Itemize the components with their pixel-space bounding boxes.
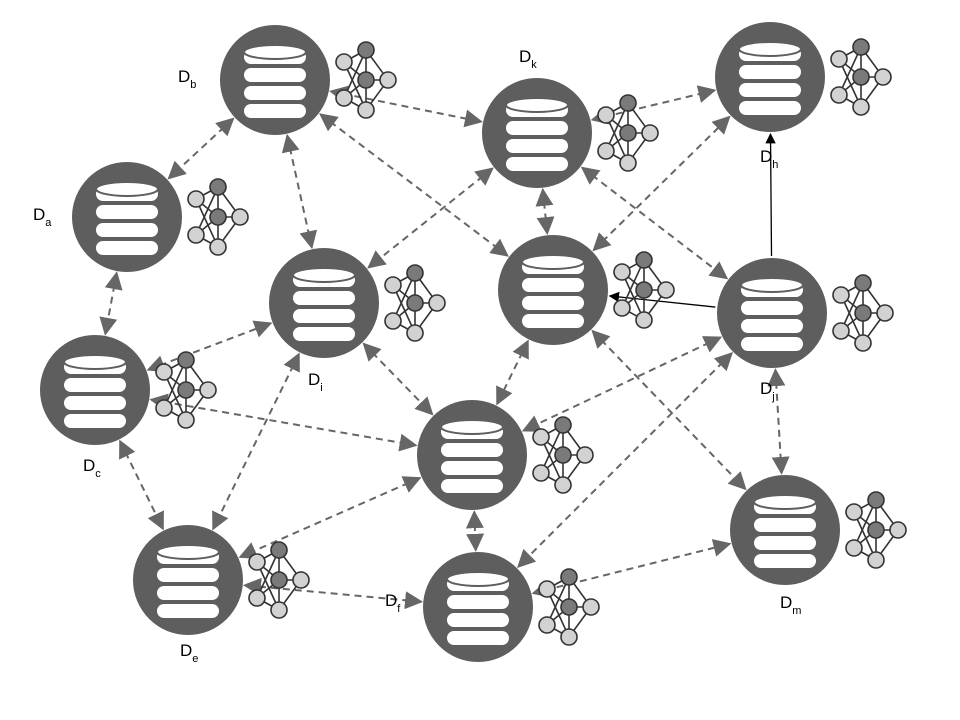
edge-f-e (242, 577, 424, 610)
neural-network-icon (384, 264, 446, 342)
edge-c-e (119, 439, 164, 531)
database-icon (440, 419, 504, 493)
database-icon (446, 571, 510, 645)
edge-j-g (521, 336, 723, 432)
edge-b-a (167, 117, 235, 180)
edge-c-g (149, 393, 418, 452)
edge-j-f (517, 352, 733, 568)
edge-a-c (99, 271, 123, 336)
node-b[interactable] (220, 25, 397, 135)
neural-network-icon (613, 251, 675, 329)
node-m[interactable] (730, 475, 907, 585)
neural-network-icon (538, 568, 600, 646)
node-label-b: Db (178, 67, 196, 91)
node-label-f: Df (385, 591, 401, 615)
neural-network-icon (532, 416, 594, 494)
neural-network-icon (597, 94, 659, 172)
database-icon (738, 41, 802, 115)
neural-network-icon (845, 491, 907, 569)
edge-j-h (765, 132, 776, 257)
edge-g-e (238, 476, 422, 559)
neural-network-icon (830, 38, 892, 116)
database-icon (740, 277, 804, 351)
node-label-j: Dj (760, 379, 775, 403)
neural-network-icon (832, 274, 894, 352)
node-label-a: Da (33, 205, 52, 229)
database-icon (95, 181, 159, 255)
node-label-i: Di (308, 370, 323, 394)
database-icon (521, 254, 585, 328)
node-label-m: Dm (780, 593, 801, 617)
nodes-layer (40, 22, 907, 662)
edge-i-e (212, 352, 300, 531)
database-icon (156, 544, 220, 618)
edge-k-j (580, 166, 729, 280)
database-icon (292, 267, 356, 341)
neural-network-icon (187, 178, 249, 256)
edge-b-mid (319, 113, 509, 257)
neural-network-icon (155, 351, 217, 429)
node-label-e: De (180, 641, 198, 665)
edge-c-i (146, 320, 273, 373)
edge-k-h (590, 85, 717, 125)
database-icon (505, 97, 569, 171)
node-i[interactable] (269, 248, 446, 358)
edge-b-k (329, 85, 483, 128)
neural-network-icon (335, 41, 397, 119)
edge-k-i (367, 167, 494, 269)
node-f[interactable] (423, 552, 600, 662)
edge-f-m (531, 539, 732, 598)
edge-g-f (465, 510, 485, 552)
node-e[interactable] (133, 525, 310, 635)
edges-layer (99, 85, 790, 610)
edge-j-m (767, 368, 790, 475)
database-icon (753, 494, 817, 568)
edge-b-i (281, 133, 318, 250)
database-icon (243, 44, 307, 118)
node-mid[interactable] (498, 235, 675, 345)
edge-mid-g (496, 339, 529, 406)
node-j[interactable] (717, 258, 894, 368)
node-g[interactable] (417, 400, 594, 510)
neural-network-icon (248, 541, 310, 619)
node-label-h: Dh (760, 147, 778, 171)
database-icon (63, 354, 127, 428)
node-label-k: Dk (519, 47, 537, 71)
node-c[interactable] (40, 335, 217, 445)
node-label-c: Dc (83, 456, 101, 480)
edge-mid-m (591, 329, 747, 491)
edge-mid-h (592, 115, 731, 252)
node-h[interactable] (715, 22, 892, 132)
edge-i-g (362, 342, 434, 416)
node-k[interactable] (482, 78, 659, 188)
node-a[interactable] (72, 162, 249, 272)
edge-k-mid (535, 187, 555, 236)
